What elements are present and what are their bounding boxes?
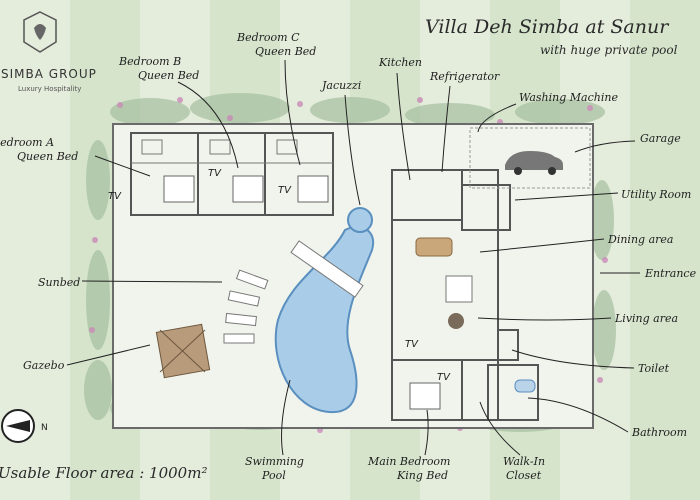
- coffee-table: [448, 313, 464, 329]
- car-icon: [505, 151, 563, 170]
- page-title: Villa Deh Simba at Sanur: [425, 16, 670, 38]
- label-bathroom: Bathroom: [631, 426, 687, 439]
- tv-label-b: TV: [208, 168, 222, 179]
- label-bedroom-a-2: Queen Bed: [17, 150, 78, 163]
- label-washing-machine: Washing Machine: [519, 91, 618, 104]
- sofa: [445, 275, 473, 303]
- label-bedroom-a-1: Bedroom A: [0, 136, 54, 149]
- pool-bridge: [290, 240, 364, 298]
- area-note: Usable Floor area : 1000m²: [0, 464, 207, 482]
- brand: SIMBA GROUP Luxury Hospitality: [1, 11, 97, 93]
- brand-name: SIMBA GROUP: [1, 67, 97, 81]
- bed-b: [232, 175, 264, 203]
- swimming-pool: [274, 207, 375, 414]
- tv-label-a: TV: [108, 191, 122, 202]
- lion-logo-icon: [23, 11, 57, 53]
- leader-lines: [66, 59, 640, 456]
- label-jacuzzi: Jacuzzi: [320, 79, 361, 92]
- brand-tagline: Luxury Hospitality: [18, 85, 81, 93]
- bed-c: [297, 175, 329, 203]
- label-bedroom-b-2: Queen Bed: [138, 69, 199, 82]
- label-main-bedroom-1: Main Bedroom: [367, 455, 451, 468]
- bedroom-block: [130, 132, 334, 216]
- label-swimming-pool-1: Swimming: [245, 455, 304, 468]
- label-dining-area: Dining area: [607, 233, 673, 246]
- label-living-area: Living area: [614, 312, 678, 325]
- label-refrigerator: Refrigerator: [429, 70, 500, 83]
- room-labels: Bedroom A Queen Bed Bedroom B Queen Bed …: [0, 31, 697, 482]
- compass-letter: N: [41, 423, 48, 433]
- label-kitchen: Kitchen: [378, 56, 422, 69]
- tv-label-main: TV: [437, 372, 451, 383]
- label-walk-in-2: Closet: [506, 469, 542, 482]
- bathtub: [514, 379, 536, 393]
- label-walk-in-1: Walk-In: [503, 455, 545, 468]
- label-garage: Garage: [640, 132, 681, 145]
- page-subtitle: with huge private pool: [540, 43, 678, 57]
- dining-table: [415, 237, 453, 257]
- compass: N: [1, 409, 48, 443]
- main-house: [391, 169, 539, 421]
- label-sunbed: Sunbed: [38, 276, 80, 289]
- label-main-bedroom-2: King Bed: [396, 469, 448, 482]
- king-bed: [409, 382, 441, 410]
- gazebo-icon: [155, 323, 211, 379]
- label-gazebo: Gazebo: [23, 359, 65, 372]
- tv-label-living: TV: [405, 339, 419, 350]
- sunbeds: [223, 269, 269, 344]
- tv-label-c: TV: [278, 185, 292, 196]
- label-bedroom-b-1: Bedroom B: [118, 55, 181, 68]
- garage: [469, 127, 591, 189]
- label-utility-room: Utility Room: [621, 188, 691, 201]
- jacuzzi-shape: [347, 207, 373, 233]
- label-swimming-pool-2: Pool: [261, 469, 286, 482]
- label-bedroom-c-1: Bedroom C: [236, 31, 300, 44]
- label-entrance: Entrance: [644, 267, 697, 280]
- north-arrow-icon: [6, 420, 30, 432]
- bed-a: [163, 175, 195, 203]
- label-toilet: Toilet: [638, 362, 670, 375]
- label-bedroom-c-2: Queen Bed: [255, 45, 316, 58]
